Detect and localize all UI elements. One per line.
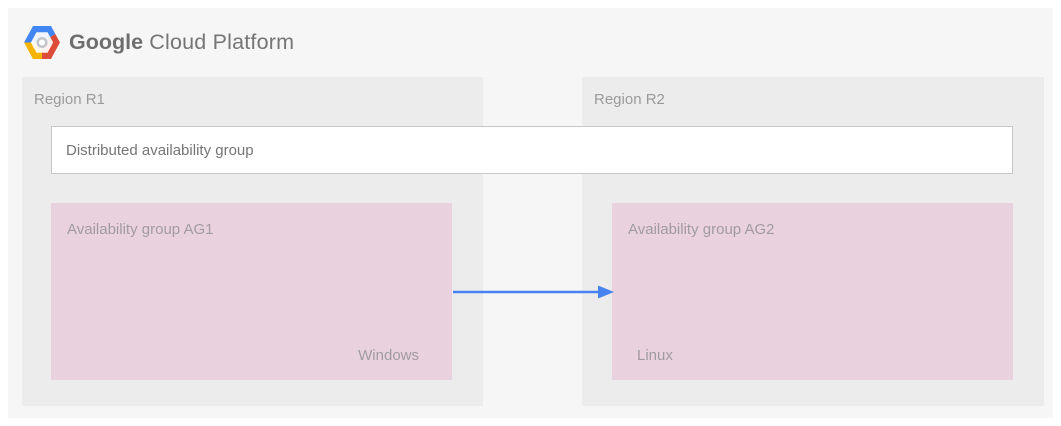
region-r1-label: Region R1 bbox=[34, 91, 105, 108]
ag1-os-label: Windows bbox=[358, 347, 419, 364]
brand-google: Google bbox=[69, 29, 144, 54]
distributed-availability-group-box: Distributed availability group bbox=[51, 126, 1013, 174]
gcp-header: Google Cloud Platform bbox=[24, 18, 294, 66]
brand-wordmark: Google Cloud Platform bbox=[69, 30, 294, 55]
availability-group-ag1-box: Availability group AG1 Windows bbox=[51, 203, 452, 380]
ag1-label: Availability group AG1 bbox=[67, 221, 214, 238]
gcp-hexagon-icon bbox=[24, 25, 60, 59]
distributed-availability-group-label: Distributed availability group bbox=[66, 141, 254, 159]
availability-group-ag2-box: Availability group AG2 Linux bbox=[612, 203, 1013, 380]
brand-cloud-platform: Cloud Platform bbox=[143, 29, 295, 54]
replication-arrow-icon bbox=[453, 285, 614, 299]
ag2-label: Availability group AG2 bbox=[628, 221, 775, 238]
diagram-canvas: Google Cloud Platform Region R1 Region R… bbox=[8, 8, 1053, 418]
ag2-os-label: Linux bbox=[637, 347, 673, 364]
region-r2-label: Region R2 bbox=[594, 91, 665, 108]
